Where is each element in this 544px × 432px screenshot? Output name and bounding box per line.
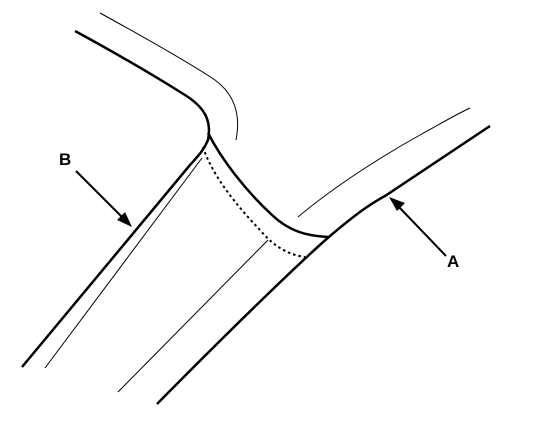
part-a-thick-edge — [156, 124, 491, 405]
hidden-dotted-line — [202, 146, 306, 258]
part-a-thin-edge — [297, 107, 471, 218]
label-b: B — [59, 150, 71, 169]
upper-panel-thick-edge — [21, 29, 211, 368]
part-b-inner-line — [44, 157, 203, 369]
callout-arrow-a — [389, 197, 447, 257]
channel-thick-curve — [206, 132, 329, 239]
upper-panel-thin-edge — [99, 12, 239, 141]
callout-arrow-b — [75, 170, 132, 227]
channel-inner-line — [117, 239, 269, 393]
label-a: A — [447, 252, 459, 271]
